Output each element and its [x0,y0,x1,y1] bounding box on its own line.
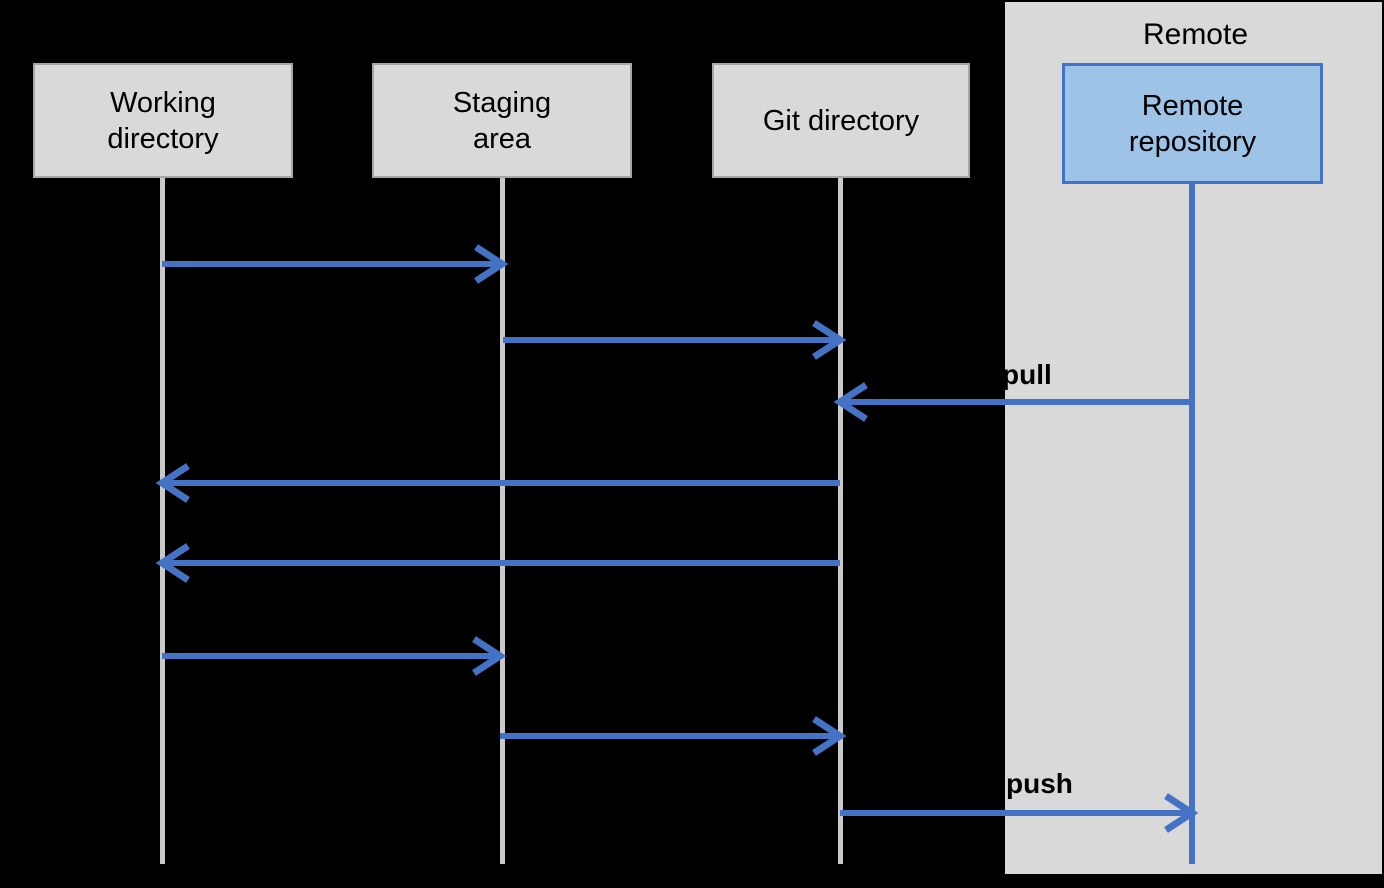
lifeline-working-directory [160,178,165,864]
message-arrow-msg-4 [155,459,840,507]
node-staging-area-label-1: Staging [452,86,552,119]
node-working-directory-label-2: directory [107,122,219,155]
node-working-directory-label-1: Working [110,86,216,119]
message-arrow-msg-5 [155,539,840,587]
message-label-pull: pull [1002,359,1052,390]
node-working-directory[interactable]: Working directory [33,63,293,178]
node-remote-repository-label-1: Remote [1141,89,1244,122]
node-remote-repository-label-2: repository [1128,125,1257,158]
lifeline-staging-area [500,178,505,864]
node-remote-repository[interactable]: Remote repository [1062,63,1323,184]
node-staging-area[interactable]: Staging area [372,63,632,178]
message-arrow-msg-7 [500,712,847,760]
message-arrow-msg-6 [162,632,507,680]
lifeline-remote-repository [1189,182,1195,864]
message-label-push: push [1006,768,1073,799]
node-git-directory[interactable]: Git directory [712,63,970,178]
message-arrow-msg-3 [833,378,1192,426]
message-arrow-msg-1 [162,240,509,288]
message-arrow-msg-8 [840,789,1199,837]
message-arrow-msg-2 [503,316,847,364]
lifeline-git-directory [838,178,843,864]
node-staging-area-label-2: area [472,122,532,155]
node-git-directory-label-1: Git directory [762,104,920,137]
remote-region-title: Remote [1142,18,1249,51]
